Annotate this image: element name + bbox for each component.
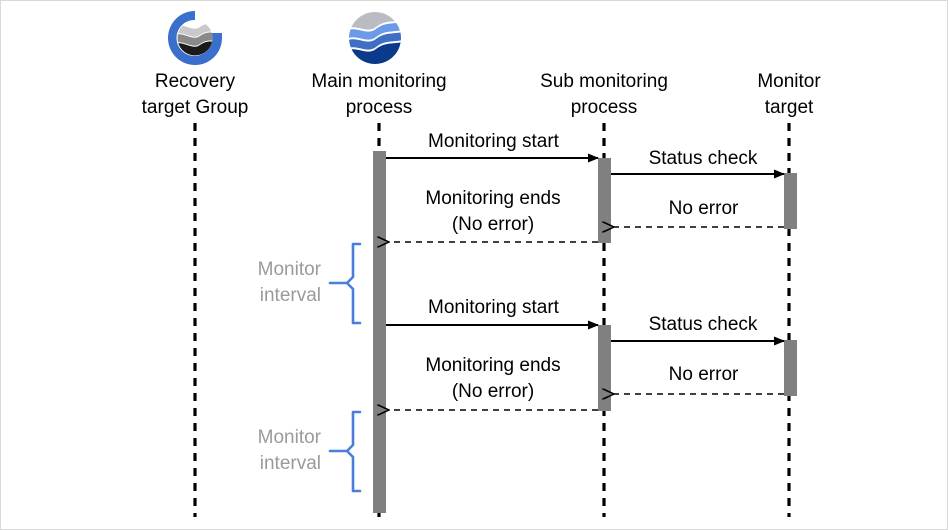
blue-globe-logo-icon — [346, 9, 404, 67]
label-monitoring-start-1: Monitoring start — [428, 131, 559, 152]
label-monitoring-ends-1: Monitoring ends (No error) — [425, 188, 561, 235]
lane-header-monitor-target: Monitor target — [757, 71, 821, 118]
activation-monitor-target-1 — [784, 173, 797, 229]
lane-header-main-monitoring-process: Main monitoring process — [311, 71, 447, 118]
label-no-error-1: No error — [668, 198, 739, 219]
brace-monitor-interval-1 — [345, 242, 362, 325]
label-status-check-1: Status check — [648, 148, 758, 169]
activation-main-process — [373, 151, 386, 513]
label-status-check-2: Status check — [648, 314, 758, 335]
label-no-error-2: No error — [668, 364, 739, 385]
label-monitoring-ends-2: Monitoring ends (No error) — [425, 355, 561, 402]
activation-monitor-target-2 — [784, 340, 797, 396]
g-globe-logo-icon — [166, 9, 224, 67]
activation-sub-process-2 — [598, 325, 611, 411]
label-monitor-interval-1: Monitor interval — [257, 259, 321, 306]
label-monitor-interval-2: Monitor interval — [257, 427, 321, 474]
label-monitoring-start-2: Monitoring start — [428, 297, 559, 318]
activation-sub-process-1 — [598, 158, 611, 243]
lane-header-recovery-target-group: Recovery target Group — [141, 71, 249, 118]
brace-monitor-interval-2 — [345, 410, 362, 493]
lane-header-sub-monitoring-process: Sub monitoring process — [540, 71, 668, 118]
